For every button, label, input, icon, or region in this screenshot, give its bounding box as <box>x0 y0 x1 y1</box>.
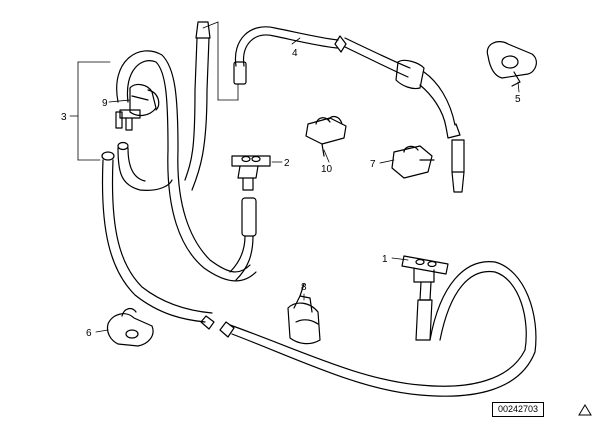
callout-1: 1 <box>382 254 388 265</box>
callout-3-bracket <box>69 61 111 161</box>
callout-3: 3 <box>61 112 67 123</box>
triangle-icon <box>578 404 592 416</box>
reference-number: 00242703 <box>492 402 544 417</box>
hose-2 <box>229 197 257 281</box>
callout-2: 2 <box>284 158 290 169</box>
callout-6: 6 <box>86 328 92 339</box>
hose-1 <box>219 261 537 397</box>
callout-7: 7 <box>370 159 376 170</box>
hose-3 <box>101 50 257 330</box>
part-9-valve <box>115 83 160 131</box>
leader-lines <box>95 21 520 333</box>
callout-8: 8 <box>301 282 307 293</box>
callout-5: 5 <box>515 94 521 105</box>
part-8-holder <box>287 283 321 345</box>
part-7-clip <box>391 145 435 179</box>
callout-10: 10 <box>321 164 333 175</box>
part-5-clamp <box>486 41 537 87</box>
callout-4: 4 <box>292 48 298 59</box>
part-10-clip <box>305 115 347 157</box>
part-6-clip <box>106 307 154 347</box>
callout-9: 9 <box>102 98 108 109</box>
part-2-nozzle <box>231 155 271 191</box>
part-1-nozzle <box>401 255 449 283</box>
hose-4 <box>184 21 465 193</box>
